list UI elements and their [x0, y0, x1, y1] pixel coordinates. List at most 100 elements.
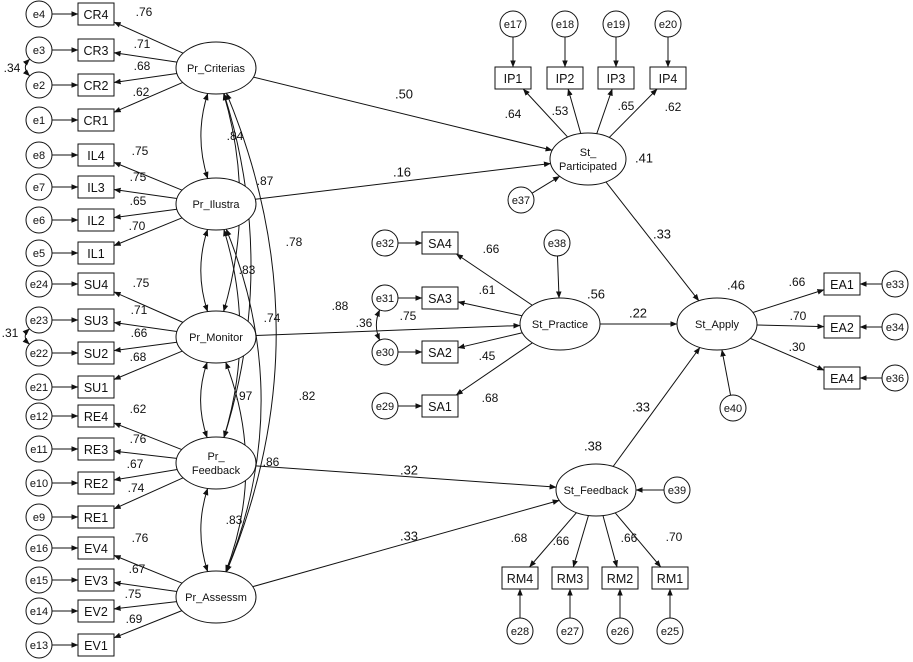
indicator-label: EV1: [84, 639, 108, 653]
indicator-CR3: CR3: [77, 38, 115, 62]
coef-label-loadings-RE1: .74: [128, 481, 145, 495]
error-e17: e17: [499, 10, 527, 38]
indicator-IP2: IP2: [546, 66, 584, 90]
loading-arrow-SA3: [457, 300, 523, 317]
coef-label-loadings-SU1: .68: [130, 350, 147, 364]
coef-label-paths-participated_apply: .33: [653, 227, 671, 242]
coef-label-r_squared-st_practice: .56: [587, 287, 605, 302]
loading-arrow-IP3: [596, 88, 613, 134]
error-label: e14: [30, 606, 48, 618]
error-e21: e21: [25, 373, 53, 401]
latent-label: St_Apply: [695, 319, 740, 331]
cov-arc-e23-e22: [22, 328, 30, 345]
indicator-SA1: SA1: [421, 394, 459, 418]
indicator-EA2: EA2: [823, 315, 861, 339]
error-label: e34: [886, 322, 904, 334]
coef-label-loadings-CR1: .62: [133, 85, 150, 99]
coef-label-loadings-EA2: .70: [790, 309, 807, 323]
latent-PrFB: Pr_Feedback: [175, 436, 257, 490]
cov-arc-criterias-assessm: [225, 92, 277, 573]
cov-arc-e3-e2: [22, 58, 31, 77]
indicator-label: RE1: [84, 511, 108, 525]
latent-StPA: St_Participated: [549, 132, 627, 186]
indicator-label: SA1: [428, 400, 452, 414]
error-e12: e12: [25, 402, 53, 430]
indicator-CR2: CR2: [77, 73, 115, 97]
latent-PrCR: Pr_Criterias: [175, 41, 257, 95]
coef-label-paths-assessm_stfeedback: .33: [400, 529, 418, 544]
indicator-RE1: RE1: [77, 505, 115, 529]
cov-arc-criterias-feedback: [223, 93, 252, 438]
indicator-label: SA3: [428, 292, 452, 306]
error-e5: e5: [25, 239, 53, 267]
coef-label-loadings-SA2: .75: [400, 309, 417, 323]
indicator-IL2: IL2: [77, 208, 115, 232]
loading-arrow-CR4: [113, 21, 184, 54]
error-label: e8: [33, 150, 45, 162]
coef-label-r_squared-st_apply: .46: [727, 278, 745, 293]
error-e29: e29: [371, 392, 399, 420]
indicator-label: EA1: [830, 278, 854, 292]
error-e23: e23: [25, 306, 53, 334]
indicator-label: EV3: [84, 574, 108, 588]
coef-label-loadings-EV3: .67: [129, 562, 146, 576]
coef-label-loadings-IP1: .64: [505, 107, 522, 121]
coef-label-error_covariances-e3_e2: .34: [4, 61, 21, 75]
coefficient-labels: .76.71.68.62.75.75.65.70.75.71.66.68.62.…: [2, 5, 807, 626]
indicator-RM4: RM4: [501, 566, 539, 590]
coef-label-error_covariances-e31_e30: .36: [356, 316, 373, 330]
loading-arrow-SA4: [456, 253, 533, 306]
error-e11: e11: [25, 435, 53, 463]
loading-arrow-SU1: [113, 350, 183, 380]
indicator-CR4: CR4: [77, 2, 115, 26]
error-e2: e2: [25, 71, 53, 99]
coef-label-factor_correlations-feedback_assessm: .83: [226, 513, 243, 527]
error-e40: e40: [719, 394, 747, 422]
indicator-label: RM1: [657, 572, 683, 586]
indicator-SU3: SU3: [77, 308, 115, 332]
loading-arrow-CR1: [113, 81, 183, 113]
indicator-CR1: CR1: [77, 108, 115, 132]
coef-label-loadings-EA4: .30: [789, 340, 806, 354]
indicator-IL3: IL3: [77, 175, 115, 199]
error-label: e39: [668, 485, 686, 497]
indicator-label: IL4: [87, 149, 104, 163]
indicator-label: SU1: [84, 381, 108, 395]
error-label: e28: [511, 626, 529, 638]
loading-arrow-IP4: [608, 88, 658, 138]
indicator-EV4: EV4: [77, 536, 115, 560]
error-label: e15: [30, 575, 48, 587]
loading-arrow-IL1: [113, 217, 183, 247]
disturbance-arrow-e37: [531, 175, 560, 194]
indicator-label: IP4: [659, 72, 678, 86]
loading-arrow-RM3: [572, 515, 589, 568]
indicator-label: CR2: [83, 79, 108, 93]
error-label: e38: [548, 238, 566, 250]
error-e24: e24: [25, 270, 53, 298]
error-e25: e25: [656, 617, 684, 645]
coef-label-factor_correlations-ilustra_assessm: .82: [299, 389, 316, 403]
latent-label: Pr_Assessm: [185, 592, 247, 604]
coef-label-paths-practice_apply: .22: [629, 306, 647, 321]
cov-arc-feedback-assessm: [200, 488, 209, 572]
coef-label-loadings-EV4: .76: [132, 531, 149, 545]
indicator-label: CR3: [83, 44, 108, 58]
coef-label-loadings-SA1b: .68: [482, 391, 499, 405]
disturbance-arrow-e40: [720, 349, 732, 396]
coef-label-error_covariances-e23_e22: .31: [2, 326, 19, 340]
indicator-EA1: EA1: [823, 272, 861, 296]
coef-label-loadings-CR2: .68: [134, 59, 151, 73]
error-label: e16: [30, 543, 48, 555]
loading-arrow-SU2: [113, 341, 177, 353]
error-e27: e27: [556, 617, 584, 645]
coef-label-loadings-RE4: .62: [130, 402, 147, 416]
error-label: e21: [30, 382, 48, 394]
indicator-RE3: RE3: [77, 437, 115, 461]
indicator-label: IL3: [87, 181, 104, 195]
error-label: e22: [30, 348, 48, 360]
path-arrow-stfeedback-apply: [612, 347, 701, 467]
error-label: e7: [33, 182, 45, 194]
error-label: e11: [30, 444, 48, 456]
indicator-SA2: SA2: [421, 340, 459, 364]
latent-label: Pr_Monitor: [189, 332, 243, 344]
